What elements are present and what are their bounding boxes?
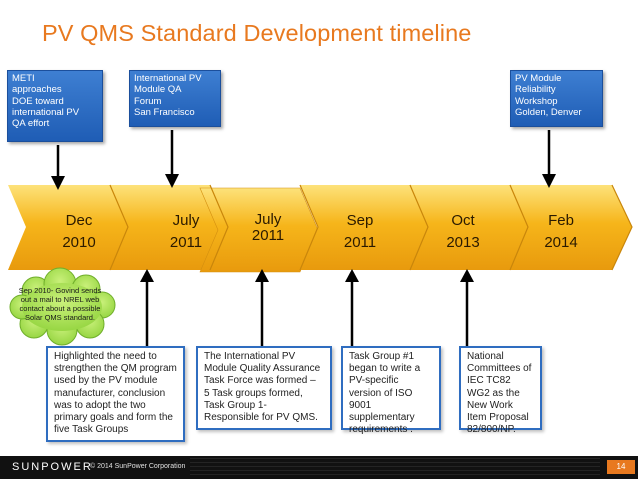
callout-highlighted-need: Highlighted the need to strengthen the Q… (46, 346, 185, 442)
timeline-segment-4 (300, 185, 428, 270)
timeline-month-4: Sep (346, 212, 374, 229)
callout-qa-forum: International PV Module QA Forum San Fra… (129, 70, 221, 127)
timeline-month-3: July (254, 211, 282, 228)
callout-reliability-workshop: PV Module Reliability Workshop Golden, D… (510, 70, 603, 127)
timeline-year-3: 2011 (251, 227, 285, 244)
callout-iec-committees: National Committees of IEC TC82 WG2 as t… (459, 346, 542, 435)
timeline-month-2: July (172, 212, 200, 229)
timeline-segment-2 (110, 185, 228, 270)
page-number: 14 (607, 460, 635, 474)
timeline-label-6: Feb 2014 (530, 210, 592, 254)
timeline-month-6: Feb (548, 212, 574, 229)
timeline-year-6: 2014 (544, 234, 578, 251)
page-title: PV QMS Standard Development timeline (42, 20, 472, 46)
sunpower-logo: SUNPOWER (12, 461, 93, 473)
timeline-segment-6 (510, 185, 632, 270)
up-arrow-3 (345, 269, 359, 348)
timeline-year-1: 2010 (62, 234, 96, 251)
timeline-label-4: Sep 2011 (330, 210, 390, 254)
down-arrow-1 (51, 145, 65, 190)
up-arrow-4 (460, 269, 474, 348)
timeline-year-4: 2011 (343, 234, 377, 251)
timeline-month-5: Oct (451, 212, 475, 229)
timeline-label-1: Dec 2010 (48, 210, 110, 254)
timeline-label-3: July 2011 (238, 212, 298, 244)
timeline-month-1: Dec (65, 212, 93, 229)
cloud-note: Sep 2010- Govind sends out a mail to NRE… (18, 286, 102, 322)
timeline-year-2: 2011 (169, 234, 203, 251)
down-arrow-2 (165, 130, 179, 188)
up-arrow-2 (255, 269, 269, 348)
timeline-year-5: 2013 (446, 234, 480, 251)
callout-meti: METI approaches DOE toward international… (7, 70, 103, 142)
timeline-label-5: Oct 2013 (432, 210, 494, 254)
callout-task-group-1: Task Group #1 began to write a PV-specif… (341, 346, 441, 435)
up-arrow-1 (140, 269, 154, 348)
footer-bar (0, 456, 638, 479)
footer-dot-pattern (190, 458, 600, 475)
cloud-shape (9, 267, 116, 346)
timeline-band (8, 184, 633, 273)
down-arrow-3 (542, 130, 556, 188)
callout-task-force: The International PV Module Quality Assu… (196, 346, 332, 430)
timeline-segment-5 (410, 185, 528, 270)
timeline-segment-3 (199, 187, 319, 273)
timeline-label-2: July 2011 (156, 210, 216, 254)
timeline-segment-1 (8, 185, 128, 270)
footer-copyright: © 2014 SunPower Corporation (90, 463, 186, 470)
